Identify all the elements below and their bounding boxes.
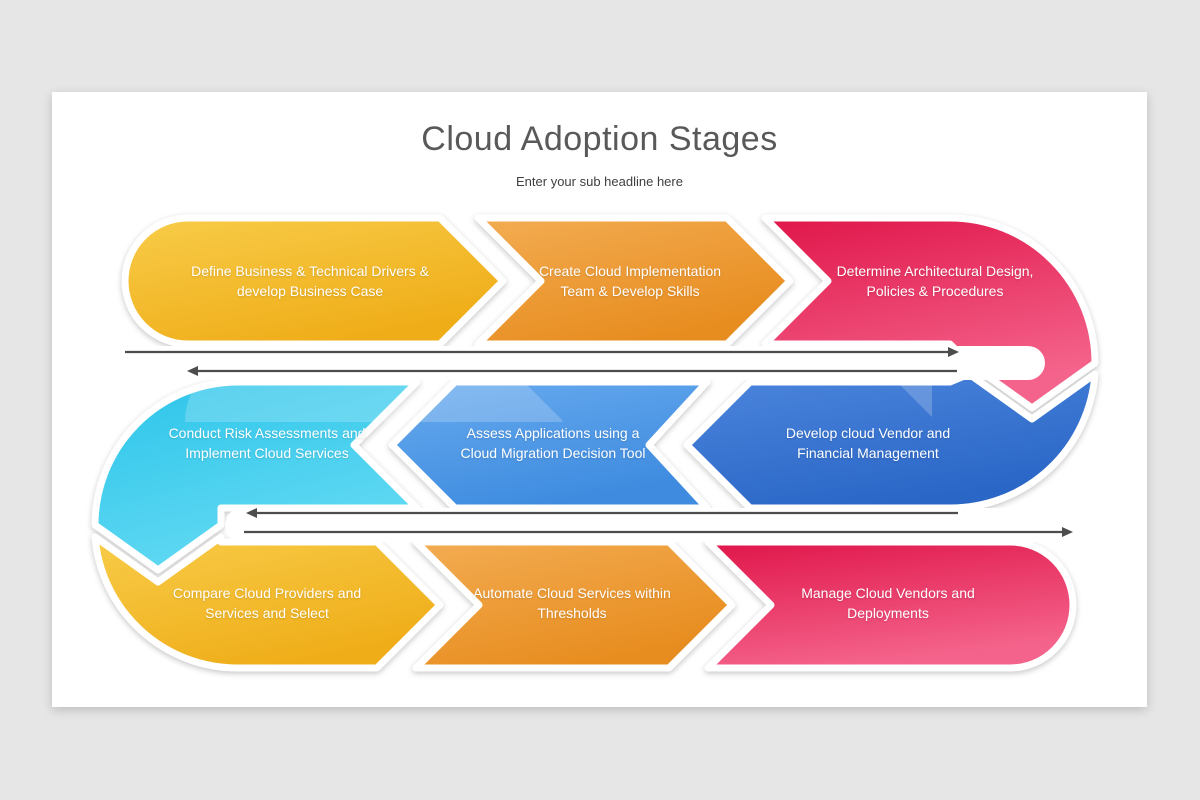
arrowhead-right-icon: [1062, 527, 1073, 537]
stage-1-label: Define Business & Technical Drivers & de…: [191, 263, 429, 299]
arrowhead-right-icon: [948, 347, 959, 357]
page-subtitle: Enter your sub headline here: [516, 174, 683, 189]
stage-5-label: Assess Applications using a Cloud Migrat…: [460, 425, 646, 461]
stage-8-label: Automate Cloud Services within Threshold…: [473, 585, 671, 621]
stage-2-label: Create Cloud Implementation Team & Devel…: [538, 263, 722, 299]
arrowhead-left-icon: [246, 508, 257, 518]
slide-card: Cloud Adoption Stages Enter your sub hea…: [52, 92, 1147, 707]
stage-9-label: Manage Cloud Vendors and Deployments: [801, 585, 975, 621]
cloud-adoption-diagram: [52, 92, 1147, 707]
stage-7-label: Compare Cloud Providers and Services and…: [172, 585, 362, 621]
arrowhead-left-icon: [187, 366, 198, 376]
stage-3-label: Determine Architectural Design, Policies…: [836, 263, 1034, 299]
stage-6-label: Develop cloud Vendor and Financial Manag…: [785, 425, 951, 461]
page-title: Cloud Adoption Stages: [421, 120, 778, 158]
arrow-track-bottom: [225, 508, 1088, 542]
stage-4-label: Conduct Risk Assessments and Implement C…: [168, 425, 366, 461]
